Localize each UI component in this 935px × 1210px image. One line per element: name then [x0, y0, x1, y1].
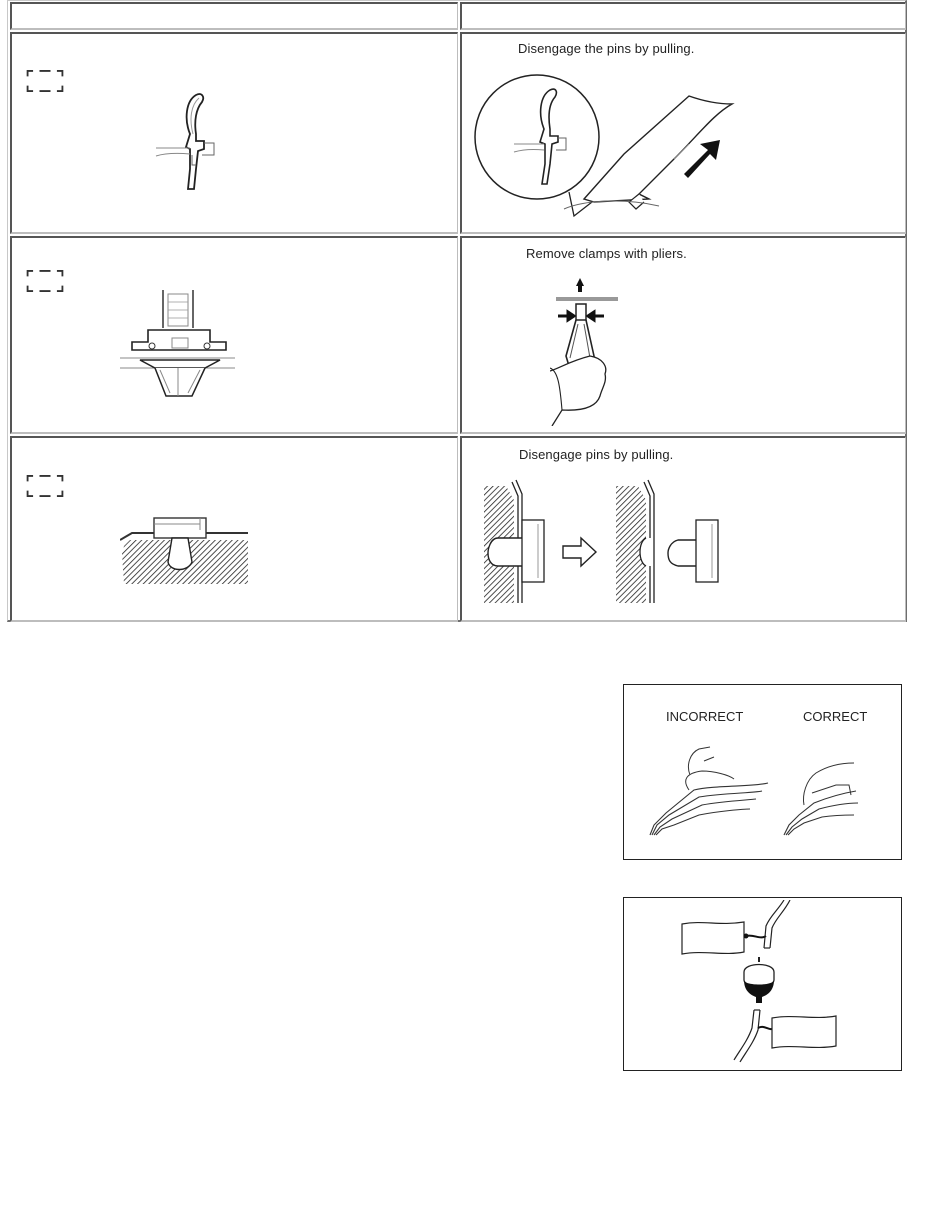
row2-caption: Remove clamps with pliers.	[526, 246, 687, 261]
correct-label: CORRECT	[803, 709, 868, 724]
header-cell-left	[10, 2, 458, 30]
row1-caption: Disengage the pins by pulling.	[518, 41, 695, 56]
pin-disengage-illustration	[484, 479, 719, 603]
row3-caption: Disengage pins by pulling.	[519, 447, 674, 462]
dashed-rectangle-icon	[26, 70, 64, 92]
wire-harness-figure: INCORRECT CORRECT	[623, 684, 902, 860]
incorrect-label: INCORRECT	[666, 709, 744, 724]
tagged-hoses-illustration	[681, 900, 837, 1063]
row3-right-cell: Disengage pins by pulling.	[460, 436, 906, 622]
row2-left-cell	[10, 236, 458, 434]
pliers-illustration	[550, 278, 618, 426]
wire-harness-illustration	[649, 746, 859, 836]
row2-right-cell: Remove clamps with pliers.	[460, 236, 906, 434]
pin-clip-hatched-illustration	[120, 517, 248, 584]
tagged-hoses-figure	[623, 897, 902, 1071]
pillar-trim-pull-illustration	[474, 74, 735, 218]
row3-left-cell	[10, 436, 458, 622]
row1-right-cell: Disengage the pins by pulling.	[460, 32, 906, 234]
instruction-table: Disengage the pins by pulling.	[7, 0, 907, 622]
row1-left-cell	[10, 32, 458, 234]
header-cell-right	[460, 2, 906, 30]
push-clip-illustration	[120, 290, 235, 397]
dashed-rectangle-icon	[26, 475, 64, 497]
trim-clip-illustration	[155, 93, 215, 190]
dashed-rectangle-icon	[26, 270, 64, 292]
